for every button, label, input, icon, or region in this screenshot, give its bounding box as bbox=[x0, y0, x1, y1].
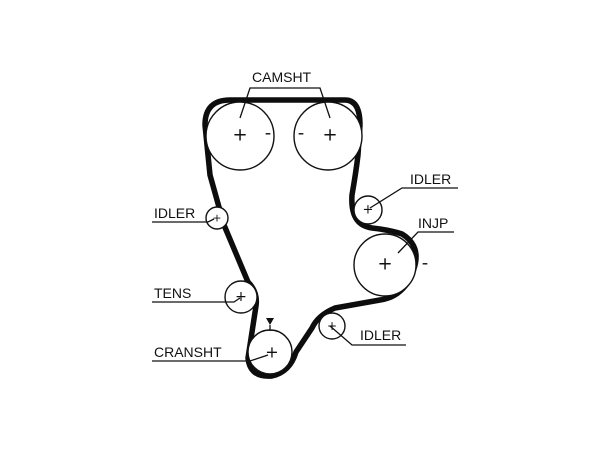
minus-sign: - bbox=[298, 123, 305, 144]
camshaft-pulley-left: + - bbox=[205, 101, 275, 171]
idler-pulley-left: + bbox=[205, 206, 229, 230]
plus-sign: + bbox=[327, 319, 337, 333]
minus-sign: - bbox=[422, 253, 429, 274]
camshaft-pulley-right: + - bbox=[293, 101, 363, 171]
cransht-label: CRANSHT bbox=[154, 344, 222, 360]
idler-left-leader bbox=[152, 218, 215, 223]
plus-sign: + bbox=[235, 289, 247, 305]
plus-sign: + bbox=[212, 212, 221, 225]
crankshaft-pulley: + bbox=[247, 318, 293, 375]
camsht-leader bbox=[239, 87, 331, 119]
idler-top-right-leader bbox=[369, 187, 458, 209]
tensioner-pulley: + bbox=[224, 280, 258, 314]
tens-label: TENS bbox=[154, 285, 191, 301]
idler-bottom-leader bbox=[329, 325, 406, 346]
injp-leader bbox=[397, 231, 454, 254]
cransht-leader bbox=[152, 354, 269, 362]
plus-sign: + bbox=[363, 203, 374, 218]
timing-mark-icon bbox=[266, 318, 274, 325]
idler-top-right-label: IDLER bbox=[410, 171, 451, 187]
plus-sign: + bbox=[322, 125, 337, 146]
camsht-label: CAMSHT bbox=[252, 69, 312, 85]
idler-pulley-top-right: + bbox=[353, 195, 383, 225]
idler-bottom-label: IDLER bbox=[360, 327, 401, 343]
idler-left-label: IDLER bbox=[154, 205, 195, 221]
tens-leader bbox=[152, 297, 241, 303]
injp-label: INJP bbox=[418, 215, 448, 231]
plus-sign: + bbox=[377, 254, 392, 275]
plus-sign: + bbox=[265, 343, 278, 362]
plus-sign: + bbox=[232, 125, 247, 146]
minus-sign: - bbox=[265, 123, 272, 144]
